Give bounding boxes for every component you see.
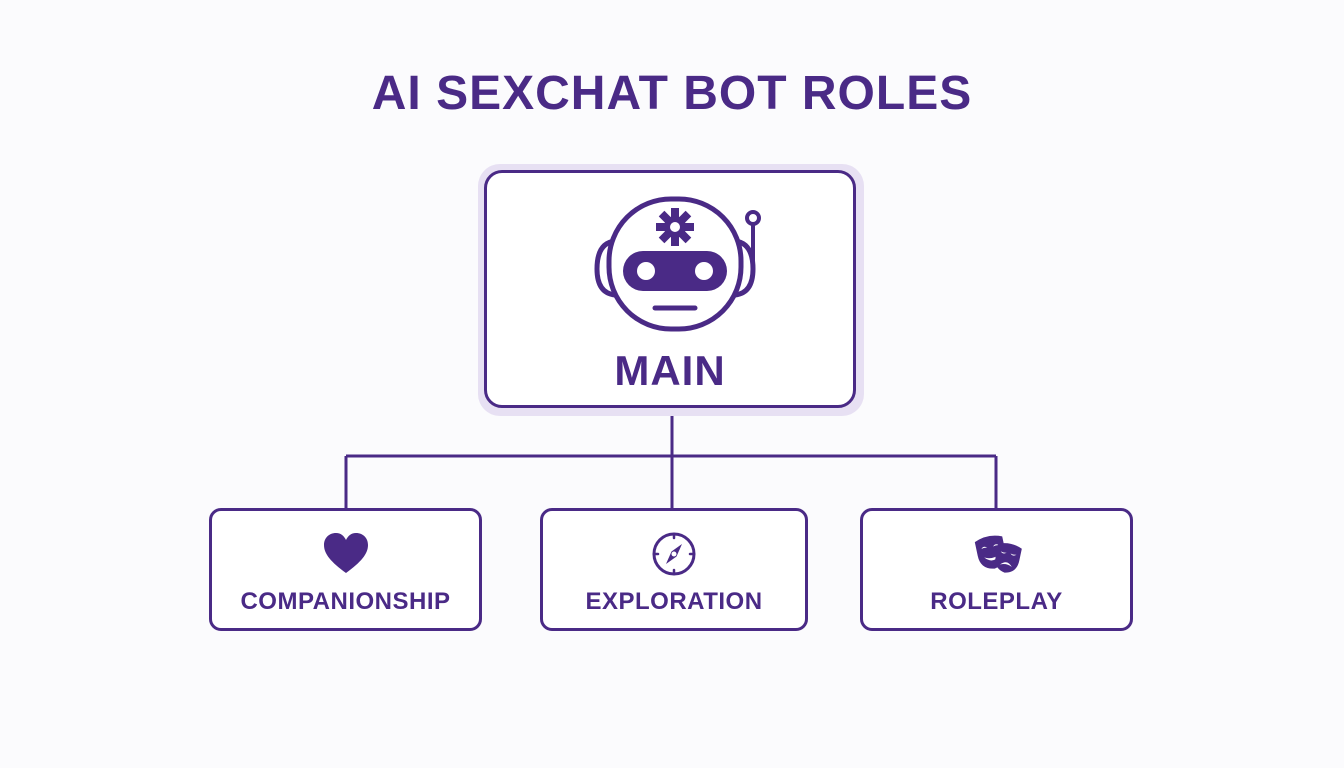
- compass-icon: [652, 532, 696, 576]
- heart-icon: [323, 533, 368, 573]
- child-node-label: EXPLORATION: [585, 588, 763, 615]
- child-node-roleplay: ROLEPLAY: [860, 508, 1133, 631]
- child-node-label: ROLEPLAY: [930, 588, 1063, 615]
- child-node-companionship: COMPANIONSHIP: [209, 508, 482, 631]
- main-node: MAIN: [484, 170, 856, 408]
- main-node-label: MAIN: [614, 347, 726, 394]
- diagram-title: AI SEXCHAT BOT ROLES: [371, 67, 973, 120]
- child-node-label: COMPANIONSHIP: [240, 588, 451, 615]
- robot-icon: [594, 196, 761, 332]
- theater-masks-icon: [974, 535, 1022, 573]
- child-node-exploration: EXPLORATION: [540, 508, 808, 631]
